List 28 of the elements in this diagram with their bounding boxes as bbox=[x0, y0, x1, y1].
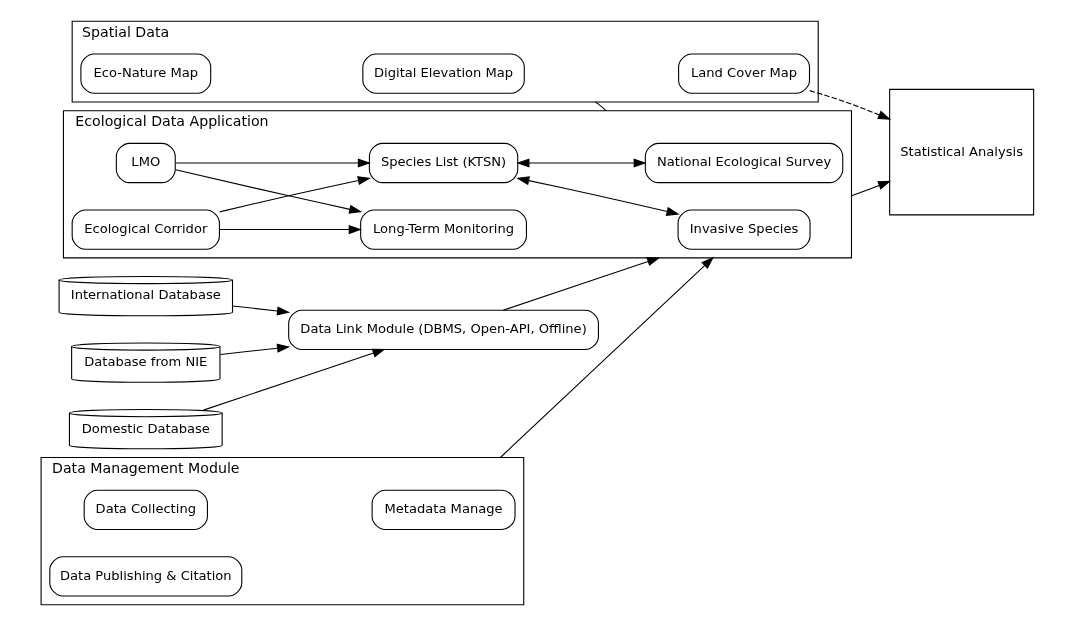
arrow bbox=[174, 169, 362, 214]
arrow bbox=[218, 224, 362, 235]
arrow bbox=[515, 176, 680, 216]
node-box: LMO bbox=[115, 142, 176, 184]
arrow bbox=[231, 305, 290, 316]
node-box: National Ecological Survey bbox=[644, 142, 843, 184]
arrow bbox=[850, 180, 891, 197]
connector bbox=[594, 101, 606, 112]
arrow bbox=[502, 257, 660, 311]
node-box: Ecological Corridor bbox=[71, 209, 220, 250]
arrow bbox=[218, 176, 371, 213]
arrow bbox=[808, 90, 891, 120]
arrow bbox=[174, 158, 371, 168]
arrow bbox=[499, 256, 714, 459]
node-box: Data Link Module (DBMS, Open-API, Offline) bbox=[287, 309, 599, 351]
node-box: Land Cover Map bbox=[677, 53, 810, 94]
node-box: Statistical Analysis bbox=[888, 88, 1034, 216]
node-box: Long-Term Monitoring bbox=[359, 209, 527, 250]
node-box: Metadata Manage bbox=[371, 489, 516, 531]
node-box: Eco-Nature Map bbox=[79, 53, 211, 94]
node-box: Data Collecting bbox=[83, 489, 208, 531]
node-box: Species List (KTSN) bbox=[368, 142, 518, 184]
arrow bbox=[202, 348, 386, 411]
arrow bbox=[515, 158, 647, 168]
node-box: Data Publishing & Citation bbox=[48, 556, 242, 597]
node-box: Digital Elevation Map bbox=[361, 53, 525, 94]
node-box: Invasive Species bbox=[677, 209, 811, 250]
arrow bbox=[219, 343, 290, 356]
